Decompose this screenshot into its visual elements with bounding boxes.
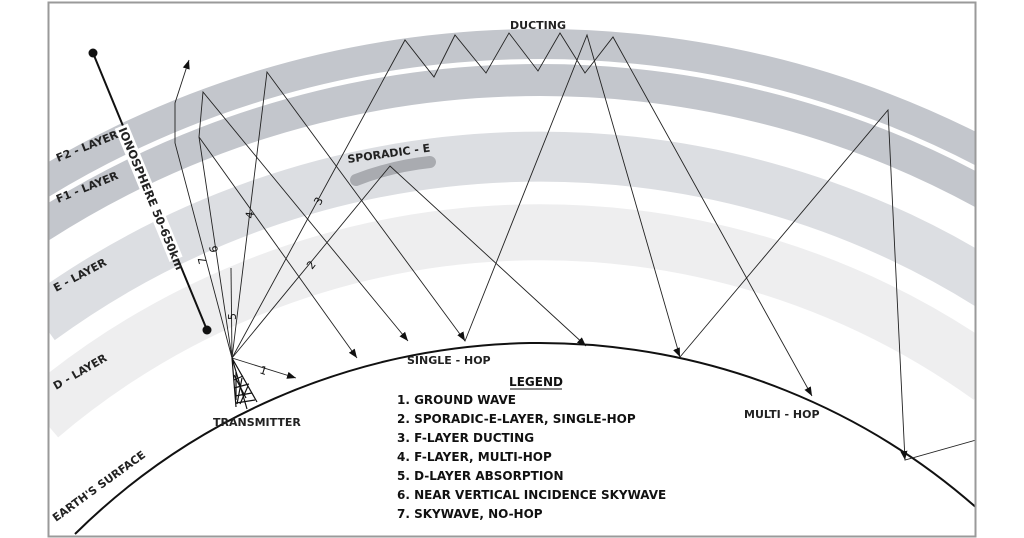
arrowhead: [900, 450, 908, 461]
ducting-label: DUCTING: [510, 19, 566, 32]
arrowhead: [457, 331, 466, 342]
legend-item: 7. SKYWAVE, NO-HOP: [397, 507, 543, 521]
ray-number-1: 1: [258, 363, 269, 378]
single-hop-label: SINGLE - HOP: [407, 354, 491, 367]
ray-7-no-hop: [174, 59, 233, 359]
rays: [174, 32, 975, 461]
earth-surface-label: EARTH'S SURFACE: [50, 448, 148, 524]
ray-5-d-absorption: [230, 267, 233, 359]
f2-layer-band: [49, 29, 975, 197]
legend-item: 2. SPORADIC-E-LAYER, SINGLE-HOP: [397, 412, 636, 426]
legend: LEGEND 1. GROUND WAVE 2. SPORADIC-E-LAYE…: [397, 375, 666, 521]
legend-item: 5. D-LAYER ABSORPTION: [397, 469, 564, 483]
legend-item: 6. NEAR VERTICAL INCIDENCE SKYWAVE: [397, 488, 666, 502]
transmitter-label: TRANSMITTER: [213, 416, 301, 429]
ray-number-7: 7: [196, 255, 210, 265]
ray-number-5: 5: [226, 313, 239, 320]
diagram-frame: [47, 1, 977, 538]
ray-6-nvis: [198, 90, 409, 359]
legend-title: LEGEND: [509, 375, 563, 389]
legend-item: 1. GROUND WAVE: [397, 393, 516, 407]
multi-hop-label: MULTI - HOP: [744, 408, 820, 421]
legend-item: 3. F-LAYER DUCTING: [397, 431, 534, 445]
ray-4-multi-hop: [231, 33, 975, 461]
earth-surface: [74, 342, 975, 535]
ray-number-4: 4: [243, 211, 257, 220]
ray-6-nvis-return: [198, 136, 358, 359]
ray-number-6: 6: [207, 245, 221, 254]
legend-item: 4. F-LAYER, MULTI-HOP: [397, 450, 552, 464]
ray-2-sporadic-e: [231, 165, 587, 359]
ray-1-ground-wave: [231, 357, 297, 379]
f1-layer-band: [49, 64, 975, 241]
arrowhead: [673, 347, 681, 358]
transmitter-tower-icon: [231, 357, 258, 410]
